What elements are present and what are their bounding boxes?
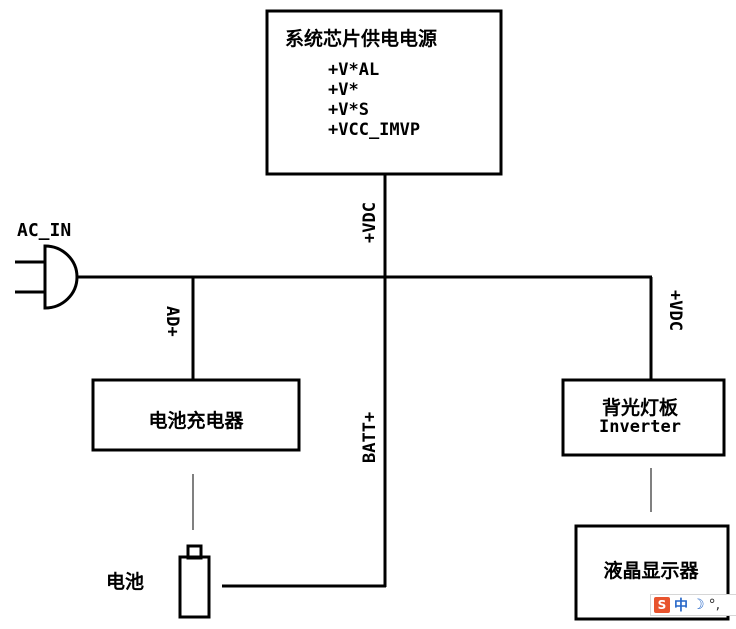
power-line-2: +V*: [328, 80, 359, 100]
ime-moon-icon[interactable]: ☽: [692, 597, 705, 613]
batt-plus-label: BATT+: [360, 412, 380, 463]
ad-plus-label: AD+: [162, 306, 182, 337]
charger-block: [91, 378, 301, 452]
vdc-top-label: +VDC: [360, 202, 380, 243]
backlight-subtitle: Inverter: [599, 417, 681, 437]
power-line-1: +V*AL: [328, 60, 379, 80]
power-line-3: +V*S: [328, 100, 369, 120]
backlight-block: [561, 378, 726, 457]
ac-plug-icon: [15, 244, 79, 310]
vdc-right-label: +VDC: [665, 290, 685, 331]
ime-mode-toggle[interactable]: 中: [674, 598, 688, 614]
battery-icon: [178, 544, 211, 619]
backlight-title: 背光灯板: [602, 396, 679, 419]
lcd-title: 液晶显示器: [603, 559, 699, 582]
battery-label: 电池: [106, 570, 144, 593]
lcd-block: [574, 524, 730, 621]
power-line-4: +VCC_IMVP: [328, 120, 420, 140]
power-block-title: 系统芯片供电电源: [285, 27, 437, 50]
ac-in-label: AC_IN: [17, 220, 71, 241]
ime-punct-toggle[interactable]: °,: [708, 597, 721, 613]
ime-toolbar[interactable]: S 中 ☽ °,: [650, 594, 736, 616]
ime-brand-icon[interactable]: S: [654, 597, 670, 613]
charger-title: 电池充电器: [148, 409, 244, 432]
